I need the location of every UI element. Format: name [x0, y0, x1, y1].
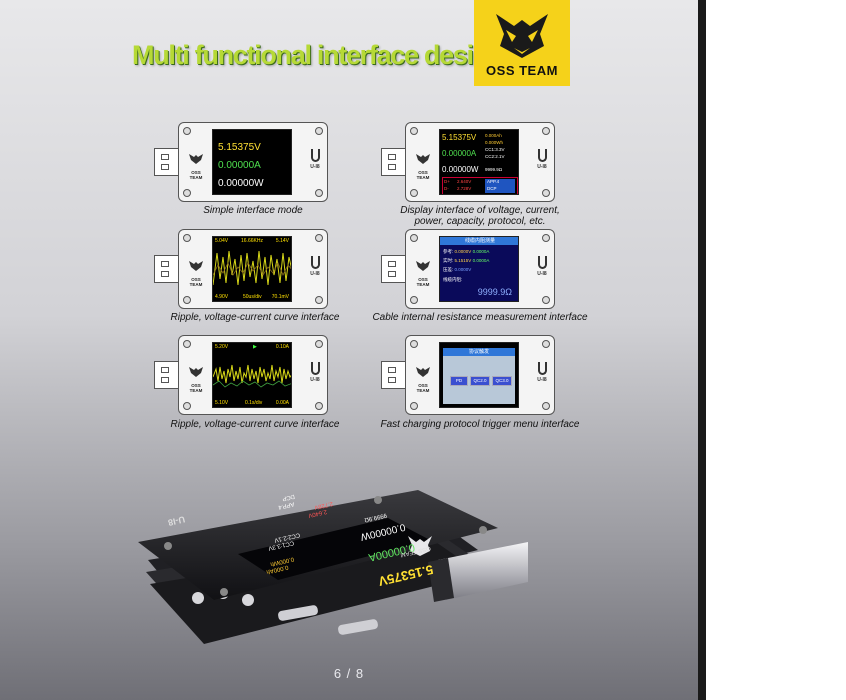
screw-icon [183, 402, 191, 410]
usb-plug-icon [154, 361, 181, 389]
device-panel-ripple: OSS TEAM 5.04V 16.66KHz 5.14V 4.90V 50us… [154, 229, 328, 309]
mascot-icon [189, 367, 203, 377]
page-headline: Multi functional interface design [132, 40, 504, 70]
screw-icon [410, 127, 418, 135]
usb-tester-photo [138, 490, 528, 644]
screw-icon [542, 127, 550, 135]
caption-ripple-1: Ripple, voltage-current curve interface [170, 312, 340, 323]
device-screen: 协议触发 PD QC2.0 QC3.0 [439, 342, 519, 408]
device-screen: 5.15375V 0.00000A 0.00000W [212, 129, 292, 195]
brand-logo-text: OSS TEAM [486, 63, 558, 78]
screw-icon [410, 189, 418, 197]
mascot-icon [416, 154, 430, 164]
page-indicator: 6 / 8 [333, 666, 365, 681]
device-brand: U-I8 [535, 149, 549, 170]
screw-icon [183, 296, 191, 304]
current-readout: 0.00000A [442, 149, 477, 158]
play-icon: ▶ [253, 344, 257, 350]
device-panel-protocol-trigger: OSS TEAM 协议触发 PD QC2.0 QC3.0 U-I8 [381, 335, 555, 415]
product-page-image: Multi functional interface design OSS TE… [0, 0, 698, 700]
screw-icon [410, 296, 418, 304]
caption-cable-resistance: Cable internal resistance measurement in… [372, 312, 588, 323]
screw-icon [315, 127, 323, 135]
screw-icon [183, 127, 191, 135]
device-brand: U-I8 [308, 149, 322, 170]
screw-icon [410, 402, 418, 410]
power-readout: 0.00000W [442, 165, 479, 174]
screw-icon [315, 402, 323, 410]
device-screen: 5.20V ▶ 0.10A 5.10V 0.1s/div 0.00A [212, 342, 292, 408]
current-readout: 0.00000A [218, 160, 261, 171]
caption-ripple-2: Ripple, voltage-current curve interface [170, 419, 340, 430]
device-panel-simple: OSS TEAM 5.15375V 0.00000A 0.00000W U-I8 [154, 122, 328, 202]
device-logo: OSS TEAM [412, 258, 434, 287]
device-logo: OSS TEAM [185, 258, 207, 287]
device-brand: U-I8 [535, 362, 549, 383]
protocol-qc3-button: QC3.0 [492, 376, 512, 386]
screw-icon [542, 402, 550, 410]
device-panel-cable-resistance: OSS TEAM 线缆内阻测量 参考: 0.0000V 0.0000A 实时: … [381, 229, 555, 309]
data-line-box: D+ 2.640V D- 2.728V APP.4 DCP [442, 177, 518, 194]
mascot-icon [416, 261, 430, 271]
mascot-logo-icon [496, 14, 548, 58]
voltage-readout: 5.15375V [442, 133, 477, 142]
usb-plug-icon [154, 255, 181, 283]
screw-icon [542, 340, 550, 348]
screw-icon [315, 340, 323, 348]
mascot-icon [416, 367, 430, 377]
screw-icon [315, 296, 323, 304]
screw-icon [542, 234, 550, 242]
screw-icon [183, 234, 191, 242]
screw-icon [410, 234, 418, 242]
power-readout: 0.00000W [218, 178, 264, 189]
protocol-pd-button: PD [450, 376, 468, 386]
usb-plug-icon [381, 255, 408, 283]
screw-icon [542, 296, 550, 304]
mascot-icon [189, 154, 203, 164]
device-screen: 5.15375V 0.00000A 0.00000W 0.000Ah 0.000… [439, 129, 519, 195]
protocol-qc2-button: QC2.0 [470, 376, 490, 386]
screw-icon [315, 189, 323, 197]
device-logo: OSS TEAM [412, 364, 434, 393]
usb-plug-icon [381, 148, 408, 176]
screw-icon [183, 189, 191, 197]
image-viewer: Multi functional interface design OSS TE… [0, 0, 706, 700]
device-logo: OSS TEAM [185, 364, 207, 393]
screen-title-bar: 线缆内阻测量 [440, 237, 518, 245]
device-logo: OSS TEAM [412, 151, 434, 180]
cable-resistance-readout: 9999.9Ω [477, 287, 512, 297]
usb-plug-icon [381, 361, 408, 389]
device-brand: U-I8 [535, 256, 549, 277]
device-panel-ripple-2: OSS TEAM 5.20V ▶ 0.10A 5.10V 0.1s/div 0.… [154, 335, 328, 415]
caption-protocol-trigger: Fast charging protocol trigger menu inte… [380, 419, 580, 430]
caption-full-display: Display interface of voltage, current,po… [400, 205, 560, 227]
screw-icon [542, 189, 550, 197]
product-photo: 5.15375V 0.00000A 0.00000W 9999.9Ω 0.000… [128, 450, 528, 660]
device-screen: 5.04V 16.66KHz 5.14V 4.90V 50us/div 70.1… [212, 236, 292, 302]
caption-simple: Simple interface mode [203, 205, 303, 216]
device-panel-full: OSS TEAM 5.15375V 0.00000A 0.00000W 0.00… [381, 122, 555, 202]
device-logo: OSS TEAM [185, 151, 207, 180]
usb-plug-icon [154, 148, 181, 176]
device-brand: U-I8 [308, 256, 322, 277]
screw-icon [183, 340, 191, 348]
device-screen: 线缆内阻测量 参考: 0.0000V 0.0000A 实时: 5.1515V 0… [439, 236, 519, 302]
screw-icon [410, 340, 418, 348]
ripple-waveform [213, 250, 291, 286]
voltage-current-curve [213, 364, 291, 388]
mascot-icon [189, 261, 203, 271]
screen-title-bar: 协议触发 [443, 348, 515, 356]
screw-icon [315, 234, 323, 242]
brand-logo: OSS TEAM [474, 0, 570, 86]
voltage-readout: 5.15375V [218, 142, 261, 153]
device-brand: U-I8 [308, 362, 322, 383]
